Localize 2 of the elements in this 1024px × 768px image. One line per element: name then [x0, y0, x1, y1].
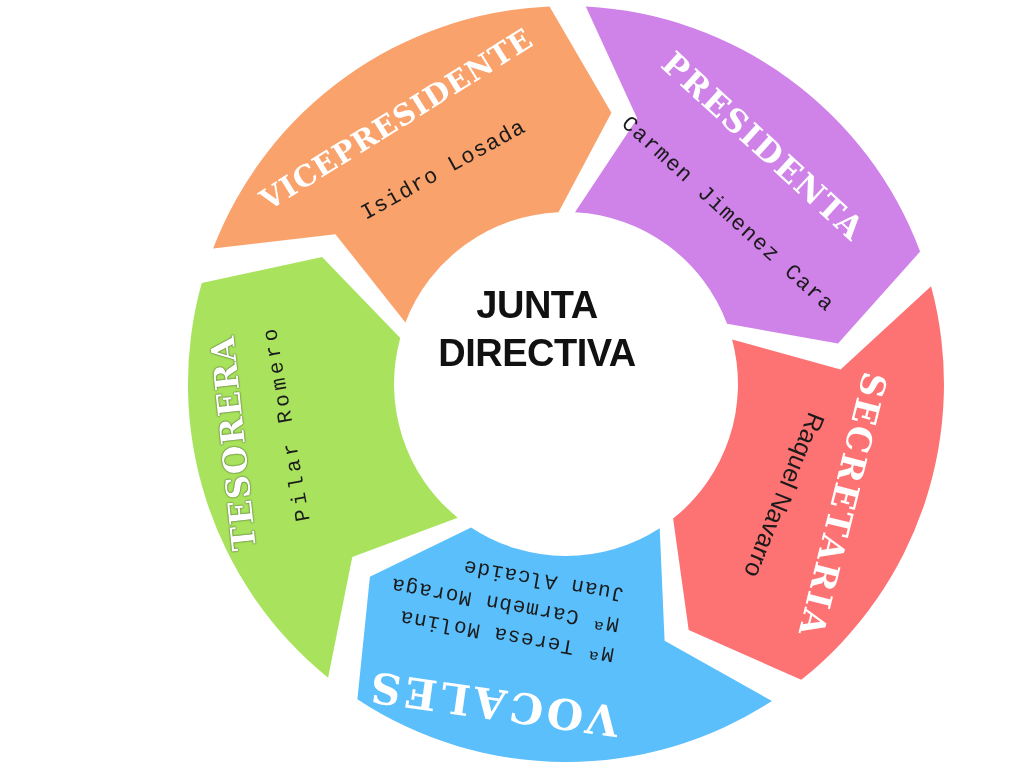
diagram-title: JUNTA DIRECTIVA	[437, 283, 637, 376]
role-title: VOCALES	[363, 662, 623, 744]
